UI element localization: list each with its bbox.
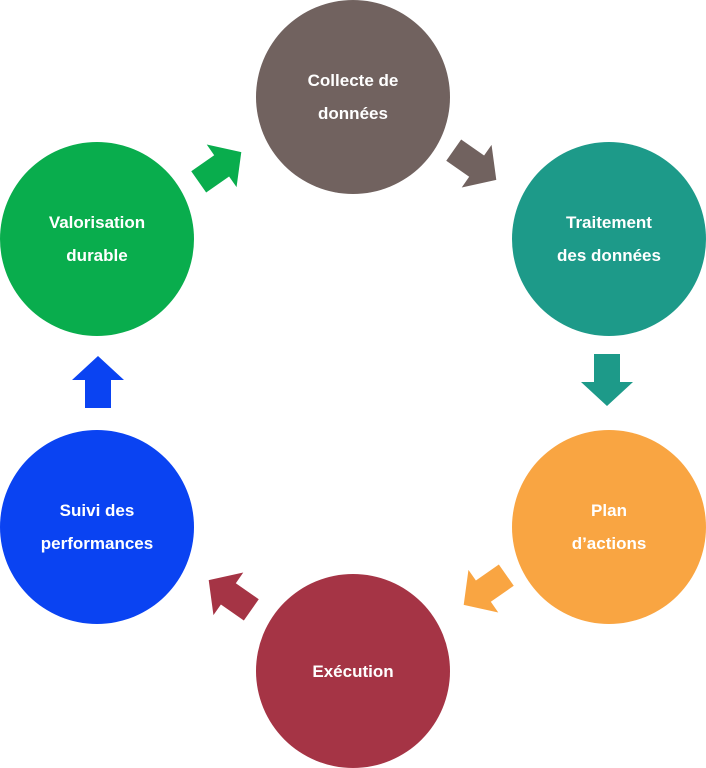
arrow-down-left-icon bbox=[443, 548, 527, 632]
node-execution: Exécution bbox=[256, 574, 450, 768]
arrow-down-icon bbox=[577, 350, 637, 410]
arrow-up-right-icon bbox=[178, 125, 262, 209]
node-valorisation-durable: Valorisation durable bbox=[0, 142, 194, 336]
node-label: Suivi des performances bbox=[40, 501, 154, 553]
arrow-right-icon bbox=[433, 123, 517, 207]
arrow-up-left-icon bbox=[188, 553, 272, 637]
node-label: Collecte de données bbox=[307, 71, 399, 123]
node-label: Valorisation durable bbox=[48, 213, 146, 265]
node-plan-d-actions: Plan d’actions bbox=[512, 430, 706, 624]
arrow-up-icon bbox=[68, 352, 128, 412]
node-label: Plan d’actions bbox=[571, 501, 647, 553]
node-label: Traitement des données bbox=[557, 213, 661, 265]
node-traitement-des-donnees: Traitement des données bbox=[512, 142, 706, 336]
node-label: Exécution bbox=[312, 661, 394, 681]
node-collecte-de-donnees: Collecte de données bbox=[256, 0, 450, 194]
node-suivi-des-performances: Suivi des performances bbox=[0, 430, 194, 624]
